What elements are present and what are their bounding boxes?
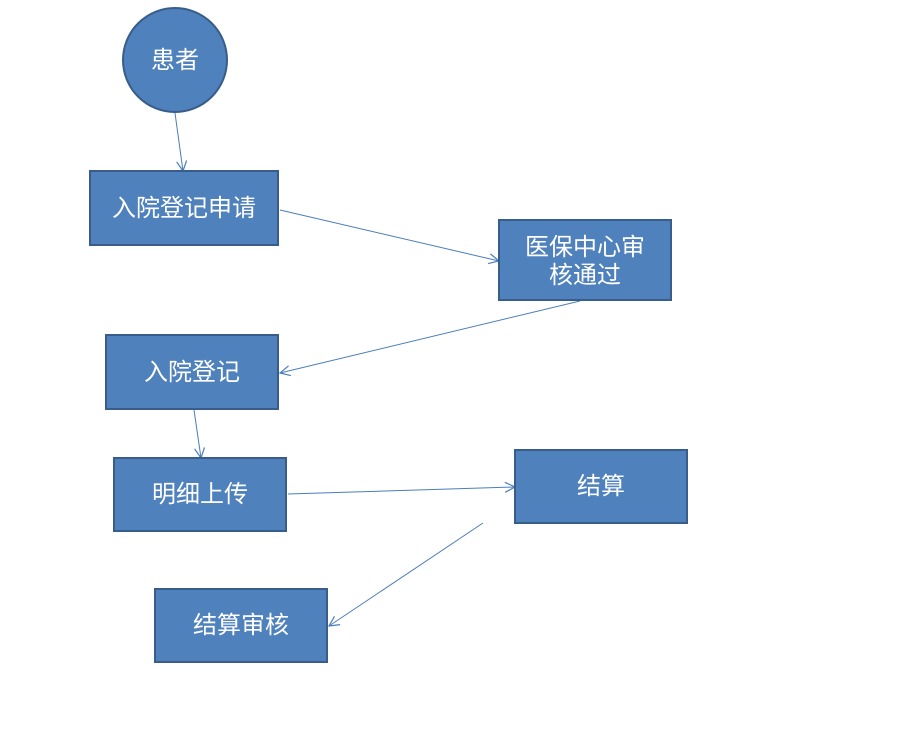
node-admission-request: 入院登记申请 [89, 170, 279, 246]
edge-detail-upload-to-settlement [287, 487, 515, 495]
admission-request-box [89, 170, 279, 246]
edge-patient-to-admission-request [174, 112, 183, 171]
settlement-review-label: 结算审核 [193, 611, 289, 639]
admission-request-label: 入院登记申请 [112, 194, 256, 222]
node-admission-register: 入院登记 [105, 334, 279, 410]
detail-upload-label: 明细上传 [152, 480, 248, 508]
detail-upload-box [113, 457, 287, 532]
insurance-review-label-line1: 医保中心审 [525, 233, 645, 261]
admission-register-label: 入院登记 [144, 358, 240, 386]
edge-admission-register-to-detail-upload [193, 409, 201, 458]
insurance-review-box [498, 219, 672, 301]
node-patient: 患者 [122, 7, 228, 113]
edge-insurance-review-to-admission-register [280, 300, 581, 373]
edge-settlement-to-settlement-review [329, 522, 484, 626]
node-insurance-review: 医保中心审 核通过 [498, 219, 672, 301]
patient-label: 患者 [151, 46, 199, 74]
node-settlement-review: 结算审核 [154, 588, 328, 663]
settlement-label: 结算 [577, 472, 625, 500]
settlement-review-box [154, 588, 328, 663]
edge-admission-request-to-insurance-review [279, 209, 499, 261]
node-settlement: 结算 [514, 449, 688, 524]
node-detail-upload: 明细上传 [113, 457, 287, 532]
admission-register-box [105, 334, 279, 410]
patient-circle [122, 7, 228, 113]
insurance-review-label-line2: 核通过 [549, 261, 621, 289]
settlement-box [514, 449, 688, 524]
